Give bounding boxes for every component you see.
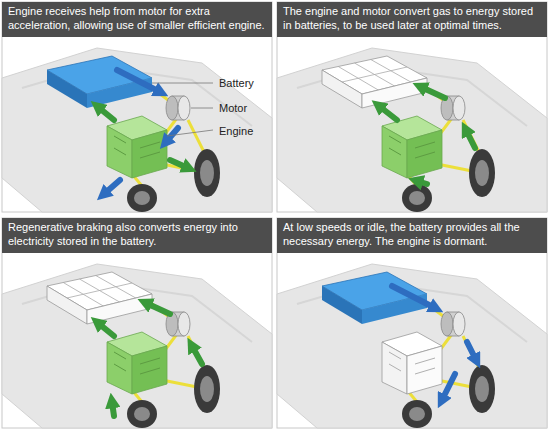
caption-text: Engine receives help from motor for extr… bbox=[8, 5, 266, 33]
caption-text: The engine and motor convert gas to ener… bbox=[283, 5, 541, 33]
caption-band: At low speeds or idle, the battery provi… bbox=[277, 218, 547, 253]
caption-band: The engine and motor convert gas to ener… bbox=[277, 2, 547, 37]
caption-band: Engine receives help from motor for extr… bbox=[2, 2, 272, 37]
caption-band: Regenerative braking also converts energ… bbox=[2, 218, 272, 253]
caption-text: Regenerative braking also converts energ… bbox=[8, 221, 266, 249]
part-label: Motor bbox=[219, 101, 247, 115]
part-label: Battery bbox=[219, 76, 254, 90]
caption-text: At low speeds or idle, the battery provi… bbox=[283, 221, 541, 249]
part-label: Engine bbox=[219, 124, 253, 138]
